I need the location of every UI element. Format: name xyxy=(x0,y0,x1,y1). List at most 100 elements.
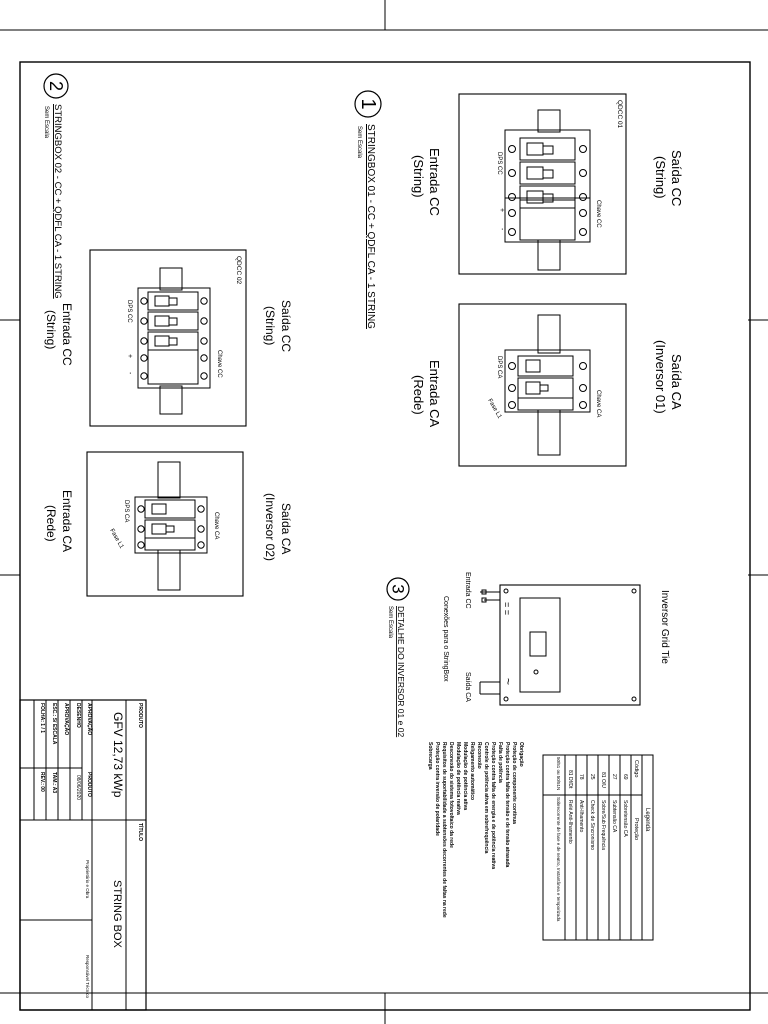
chave-label: Chave CC xyxy=(595,200,601,228)
entrada-label: Entrada CA xyxy=(427,360,442,428)
chave-label: Chave CA xyxy=(595,390,601,417)
inverter-conexoes: Conexões para o StringBox xyxy=(442,596,449,682)
view-1-scale: Sem Escala xyxy=(356,126,362,159)
view-2-title: STRINGBOX 02 - CC + QDFL CA - 1 STRING xyxy=(52,104,63,299)
view-1-number: 1 xyxy=(357,98,379,109)
entrada-label: Entrada CC xyxy=(427,148,442,216)
note-line: Proteção contra falta de energia e de po… xyxy=(490,742,496,869)
legend-desc: Check de Sincronismo xyxy=(589,800,595,850)
responsavel-label: Responsável Técnico xyxy=(85,955,90,998)
legend-desc: Sobre/Sub Frequência xyxy=(600,800,606,850)
legend-desc: Sobretensão CA xyxy=(622,800,628,837)
panel-id: QDCC 01 xyxy=(616,100,623,129)
desenho-label: DESENHO xyxy=(75,703,81,728)
view-3-title: DETALHE DO INVERSOR 01 e 02 xyxy=(396,606,406,737)
legend-rows: 69 Sobretensão CA 27 Subtensão CA 81 O/U… xyxy=(556,757,628,922)
panel-qdcc-01: QDCC 01 DPS CC Chave CC + - Saída CC (St… xyxy=(411,93,684,275)
minus-label: - xyxy=(498,228,505,231)
dps-label: DPS CA xyxy=(123,500,129,522)
rev-label: REV.: 00 xyxy=(39,772,45,792)
aprovacao-label: APROVAÇÃO xyxy=(86,703,93,735)
note-line: Proteção contra falta de tensão e de ten… xyxy=(504,742,510,868)
note-line: Falta de potência xyxy=(497,742,503,783)
note-line: Proteção de componente contínua xyxy=(511,742,517,824)
dps-label: DPS CC xyxy=(496,152,502,175)
entrada-sub: (Rede) xyxy=(44,505,58,542)
terminal-screws xyxy=(508,145,587,236)
view-2-label: 2 STRINGBOX 02 - CC + QDFL CA - 1 STRING… xyxy=(43,73,69,299)
data-value: 08/06/2020 xyxy=(75,775,81,800)
legend-code: 78 xyxy=(578,774,584,780)
dps-label: DPS CA xyxy=(496,356,502,378)
legend-header-code: Código xyxy=(633,760,639,777)
saida-label: Saída CC xyxy=(279,300,293,352)
chave-label: Chave CC xyxy=(216,350,222,378)
saida-label: Saída CA xyxy=(279,503,293,554)
note-line: Sobrecarga xyxy=(427,742,433,770)
produto-label: PRODUTO xyxy=(137,703,143,728)
plus-label: + xyxy=(498,208,505,212)
view-2-number: 2 xyxy=(46,81,66,91)
inverter-saida: Saída CA xyxy=(464,672,471,702)
panel-qdcc-02: QDCC 02 DPS CC Chave CC + - Saída CC (St… xyxy=(44,249,293,427)
note-line: Reconexão xyxy=(476,742,482,769)
legend-header-protecao: Proteção xyxy=(633,818,639,840)
note-line: Obrigação xyxy=(518,742,524,767)
dps-label: DPS CC xyxy=(126,300,132,323)
folha-label: FOLHA: 1 / 1 xyxy=(39,703,45,733)
legend-desc: Subtensão CA xyxy=(611,800,617,833)
title-block: PRODUTO GFV 12,73 kWp APROVAÇÃO PRODUTO … xyxy=(19,699,147,1011)
view-3-number: 3 xyxy=(389,584,408,593)
legend-desc: Sobrecorrente de fase e de neutro, Insta… xyxy=(556,797,561,922)
notes-block: Obrigação Proteção de componente contínu… xyxy=(427,742,524,918)
saida-sub: (Inversor 02) xyxy=(263,493,277,561)
aprov-label: APROVAÇÃO xyxy=(63,703,70,735)
legend-code: 27 xyxy=(611,774,617,780)
legend-code: 81 Df/Dt xyxy=(567,770,573,789)
note-line: Proteção contra inversão de polaridade xyxy=(434,742,440,836)
fase-label: Fase L1 xyxy=(486,398,502,420)
tam-label: TAM.: A3 xyxy=(51,772,57,793)
note-line: Religamento automático xyxy=(469,742,475,800)
inverter-detail: = = ~ Inversor Grid Tie Entrada CC Saída… xyxy=(442,572,670,706)
legend-code: 81 O/U xyxy=(600,772,606,788)
view-3-scale: Sem Escala xyxy=(387,606,393,639)
note-line: Modulação de potência ativa xyxy=(462,742,468,810)
view-2-scale: Sem Escala xyxy=(43,106,49,139)
dc-symbol-icon: = = xyxy=(502,602,512,615)
produto-small: PRODUTO xyxy=(86,772,92,797)
legend-code: 50/51 ou 50/51N xyxy=(556,757,561,790)
minus-label: - xyxy=(126,372,133,375)
note-line: Controle de potência ativa em sobrefrequ… xyxy=(483,742,489,854)
saida-label: Saída CC xyxy=(669,150,684,206)
entrada-sub: (String) xyxy=(44,310,58,349)
titulo-label: TÍTULO xyxy=(137,823,145,841)
inverter-title: Inversor Grid Tie xyxy=(659,590,670,664)
view-3-label: 3 DETALHE DO INVERSOR 01 e 02 Sem Escala xyxy=(386,577,410,737)
legend-code: 69 xyxy=(622,774,628,780)
panel-qdca-02: DPS CA Chave CA Fase L1 Saída CA (Invers… xyxy=(44,451,293,597)
panel-id: QDCC 02 xyxy=(235,256,242,285)
note-line: Modulação de potência reativa xyxy=(455,742,461,815)
saida-sub: (String) xyxy=(263,306,277,345)
legend-code: 25 xyxy=(589,774,595,780)
legend-desc: Anti-Ilhamento xyxy=(578,800,584,832)
legend-desc: Relé Anti-Ilhamento xyxy=(567,800,573,844)
note-line: Requisitos de suportabilidade a subtensõ… xyxy=(441,742,447,918)
note-line: Desconexão do sistema fotovoltaico da re… xyxy=(448,742,454,848)
ac-symbol-icon: ~ xyxy=(501,678,515,685)
entrada-sub: (String) xyxy=(411,155,426,198)
legend-table: Legenda Código Proteção 69 Sobretensão C… xyxy=(542,754,654,941)
titulo-value: STRING BOX xyxy=(111,880,123,949)
escala-label: ESC.: S/ ESCALA xyxy=(51,703,57,745)
fase-label: Fase L1 xyxy=(108,528,124,550)
saida-sub: (Inversor 01) xyxy=(653,340,668,414)
legend-title: Legenda xyxy=(644,808,650,832)
chave-label: Chave CA xyxy=(213,512,219,539)
view-1-title: STRINGBOX 01 - CC + QDFL CA - 1 STRING xyxy=(365,124,376,329)
saida-label: Saída CA xyxy=(669,354,684,410)
entrada-sub: (Rede) xyxy=(411,375,426,415)
panel-qdca-01: DPS CA Chave CA Fase L1 Saída CA (Invers… xyxy=(411,303,684,467)
